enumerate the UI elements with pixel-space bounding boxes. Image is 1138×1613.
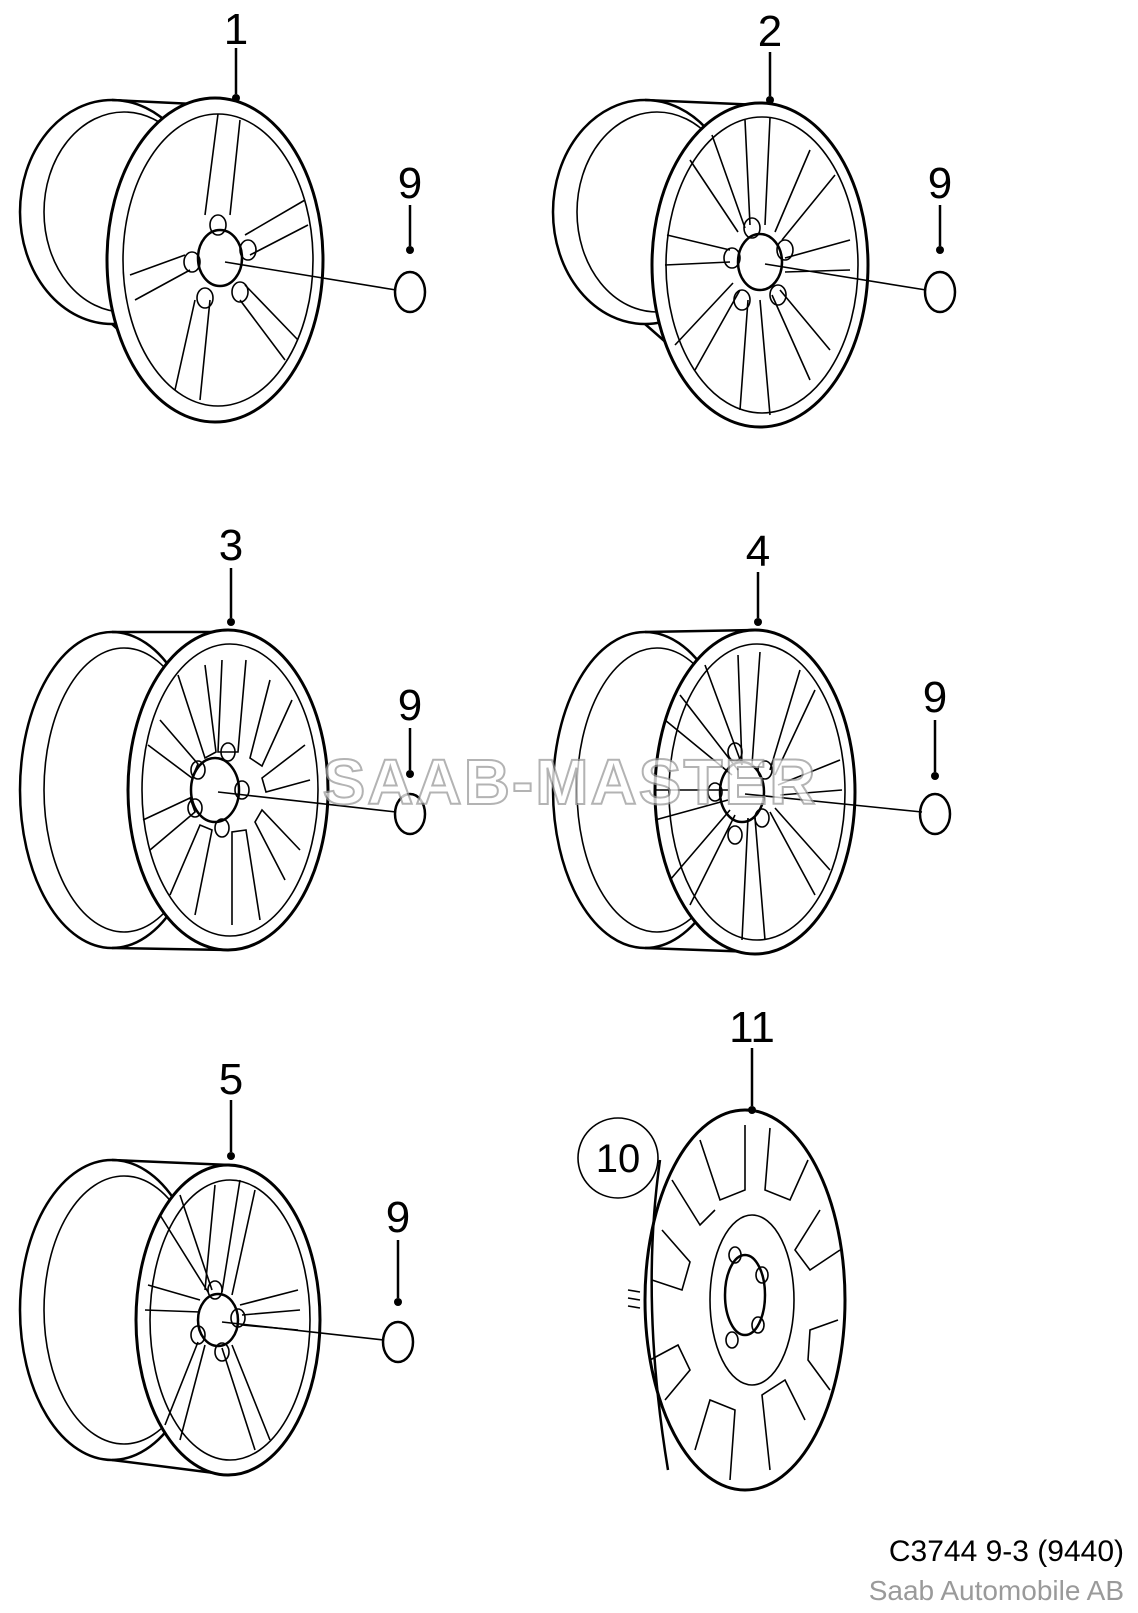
label-wheel-3: 3: [219, 521, 243, 570]
label-hub-cap-note: 10: [596, 1137, 641, 1181]
watermark: SAAB-MASTER: [323, 746, 818, 818]
wheel-1: [18, 96, 325, 424]
label-wheel-4: 4: [746, 527, 770, 576]
wheel-4: [551, 628, 857, 956]
label-center-cap-3: 9: [398, 681, 422, 730]
callout-wheel-1: 1: [224, 5, 248, 102]
callout-hub-cap-note: 10: [577, 1117, 659, 1199]
center-cap-1: 9: [224, 159, 427, 314]
label-hub-cap: 11: [729, 1003, 775, 1052]
label-wheel-2: 2: [758, 7, 782, 56]
copyright: Saab Automobile AB: [868, 1575, 1124, 1606]
center-cap-3: 9: [217, 681, 427, 836]
label-center-cap-4: 9: [923, 673, 947, 722]
callout-wheel-5: 5: [219, 1055, 243, 1160]
label-wheel-5: 5: [219, 1055, 243, 1104]
label-wheel-1: 1: [224, 5, 248, 54]
callout-hub-cap: 11: [729, 1003, 775, 1114]
center-cap-2: 9: [764, 159, 957, 314]
label-center-cap-1: 9: [398, 159, 422, 208]
label-center-cap-2: 9: [928, 159, 952, 208]
center-cap-5: 9: [221, 1193, 415, 1364]
drawing-code: C3744 9-3 (9440): [888, 1535, 1124, 1568]
wheel-3: [18, 628, 330, 952]
hub-cap: [627, 1108, 847, 1492]
center-cap-4: 9: [744, 673, 952, 836]
wheel-2: [551, 98, 870, 429]
wheel-5: [18, 1158, 322, 1477]
callout-wheel-3: 3: [219, 521, 243, 626]
callout-wheel-4: 4: [746, 527, 770, 626]
label-center-cap-5: 9: [386, 1193, 410, 1242]
callout-wheel-2: 2: [758, 7, 782, 104]
